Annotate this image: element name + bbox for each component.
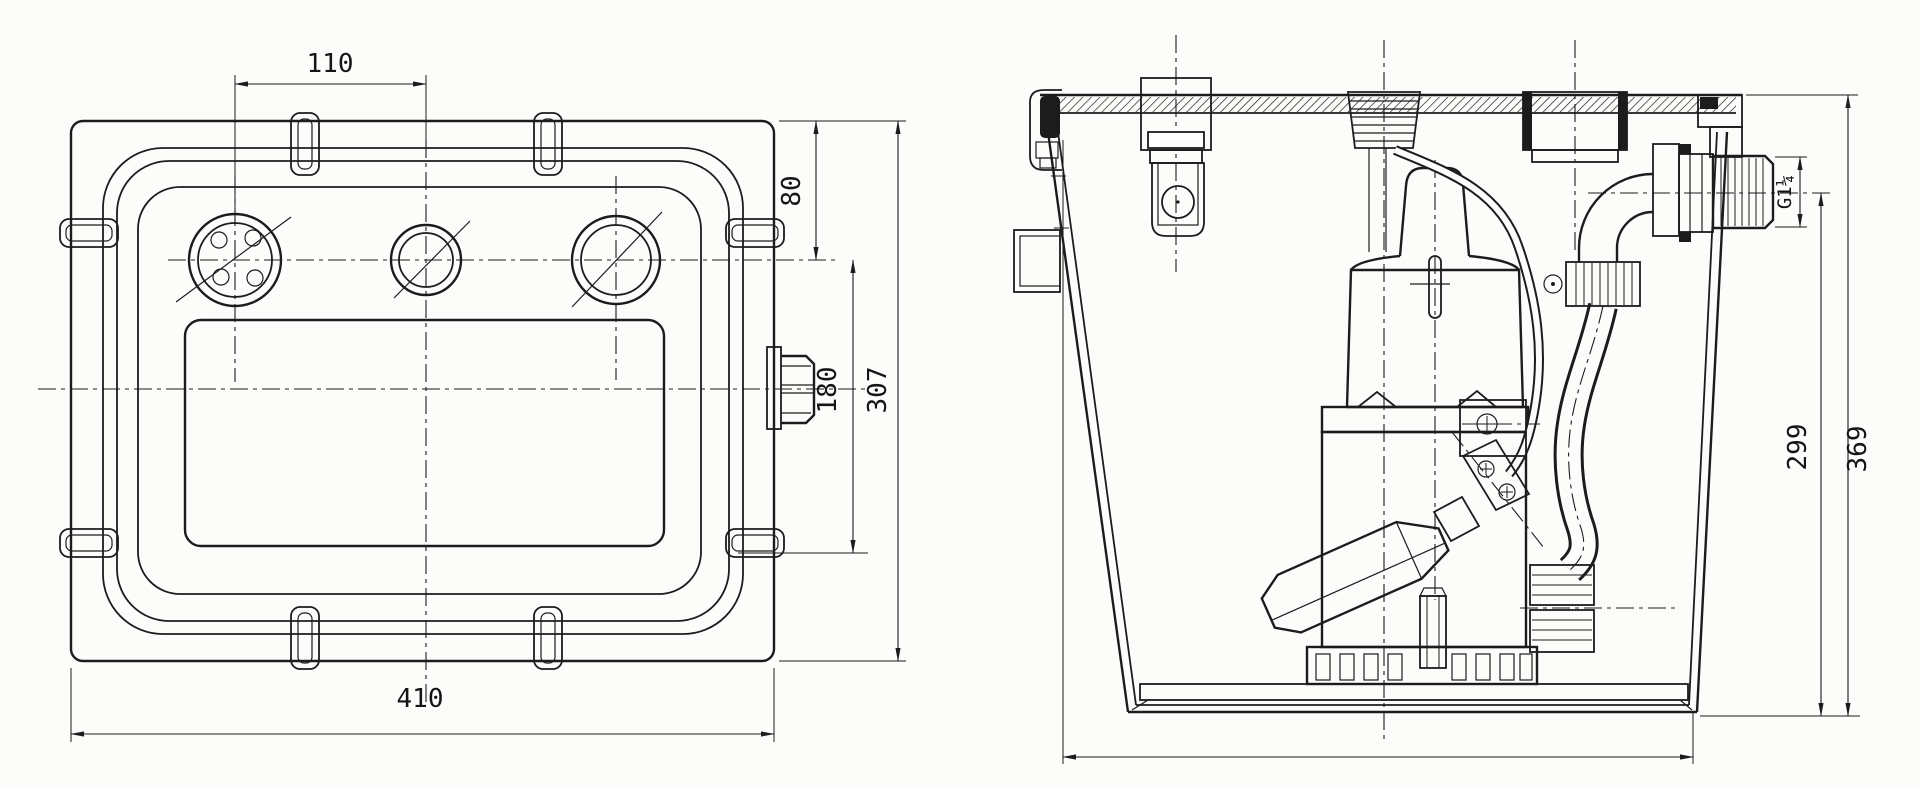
center-hole	[389, 220, 471, 299]
float-body	[1260, 520, 1450, 634]
upper-hose-coupling	[1543, 261, 1641, 307]
float-bracket	[1459, 399, 1527, 457]
clamp-bolt	[1543, 274, 1563, 294]
pump-body	[1320, 430, 1528, 649]
dim-label-299: 299	[1783, 424, 1813, 471]
outlet-nipple	[1711, 154, 1775, 230]
dim-outlet-thread: G1¼	[1774, 156, 1807, 228]
float-clamp	[1461, 438, 1531, 512]
dim-label-180: 180	[813, 367, 843, 414]
outlet-hole	[570, 211, 663, 308]
bulkhead-flange	[1652, 143, 1680, 237]
dim-outlet-height: 299	[1783, 192, 1824, 717]
inlet-stub	[1013, 229, 1061, 293]
top-view-drawing: 110 80 180 307 410	[38, 49, 906, 742]
lid-outline	[69, 119, 776, 663]
dim-label-80: 80	[777, 175, 807, 206]
discharge-hose	[1553, 302, 1618, 582]
side-section-drawing: G1¼ 299 369	[1013, 35, 1873, 764]
dim-label-307: 307	[863, 367, 893, 414]
pump-handle-slot	[1428, 255, 1442, 319]
cable-gland	[1346, 91, 1422, 252]
outlet-assembly	[1577, 143, 1775, 262]
dim-hole-spacing: 110	[234, 49, 427, 216]
dim-overall-width: 410	[70, 668, 775, 742]
mounting-tabs	[59, 112, 785, 670]
pump-strainer	[1305, 645, 1539, 686]
dim-overall-height-left: 307	[779, 120, 906, 662]
dim-bottom-width	[1062, 140, 1694, 764]
centerlines	[38, 140, 870, 706]
side-connector	[766, 346, 816, 430]
float-cable	[1393, 145, 1544, 478]
float-switch	[1260, 399, 1545, 634]
vent-valve	[1140, 77, 1212, 237]
dim-top-to-holes: 80	[777, 120, 906, 261]
base-plate	[1131, 683, 1693, 711]
dim-label-369: 369	[1843, 426, 1873, 473]
dim-label-g114: G1¼	[1774, 175, 1796, 209]
pump-discharge-pillar	[1419, 587, 1447, 669]
vent-ball	[1161, 185, 1195, 219]
dim-label-410: 410	[397, 684, 444, 714]
dim-label-110: 110	[307, 49, 354, 79]
screw-plug	[1522, 91, 1628, 163]
tank-body	[1046, 131, 1729, 714]
lid-left-clip	[1029, 89, 1062, 171]
dim-overall-height-right: 369	[1700, 94, 1873, 717]
submersible-pump	[1305, 166, 1539, 686]
section-centerlines	[1175, 35, 1832, 742]
dim-holes-to-rim: 180	[738, 259, 868, 554]
float-hinge	[1432, 495, 1481, 543]
access-recess	[183, 318, 666, 548]
lower-hose-coupling	[1529, 564, 1595, 653]
